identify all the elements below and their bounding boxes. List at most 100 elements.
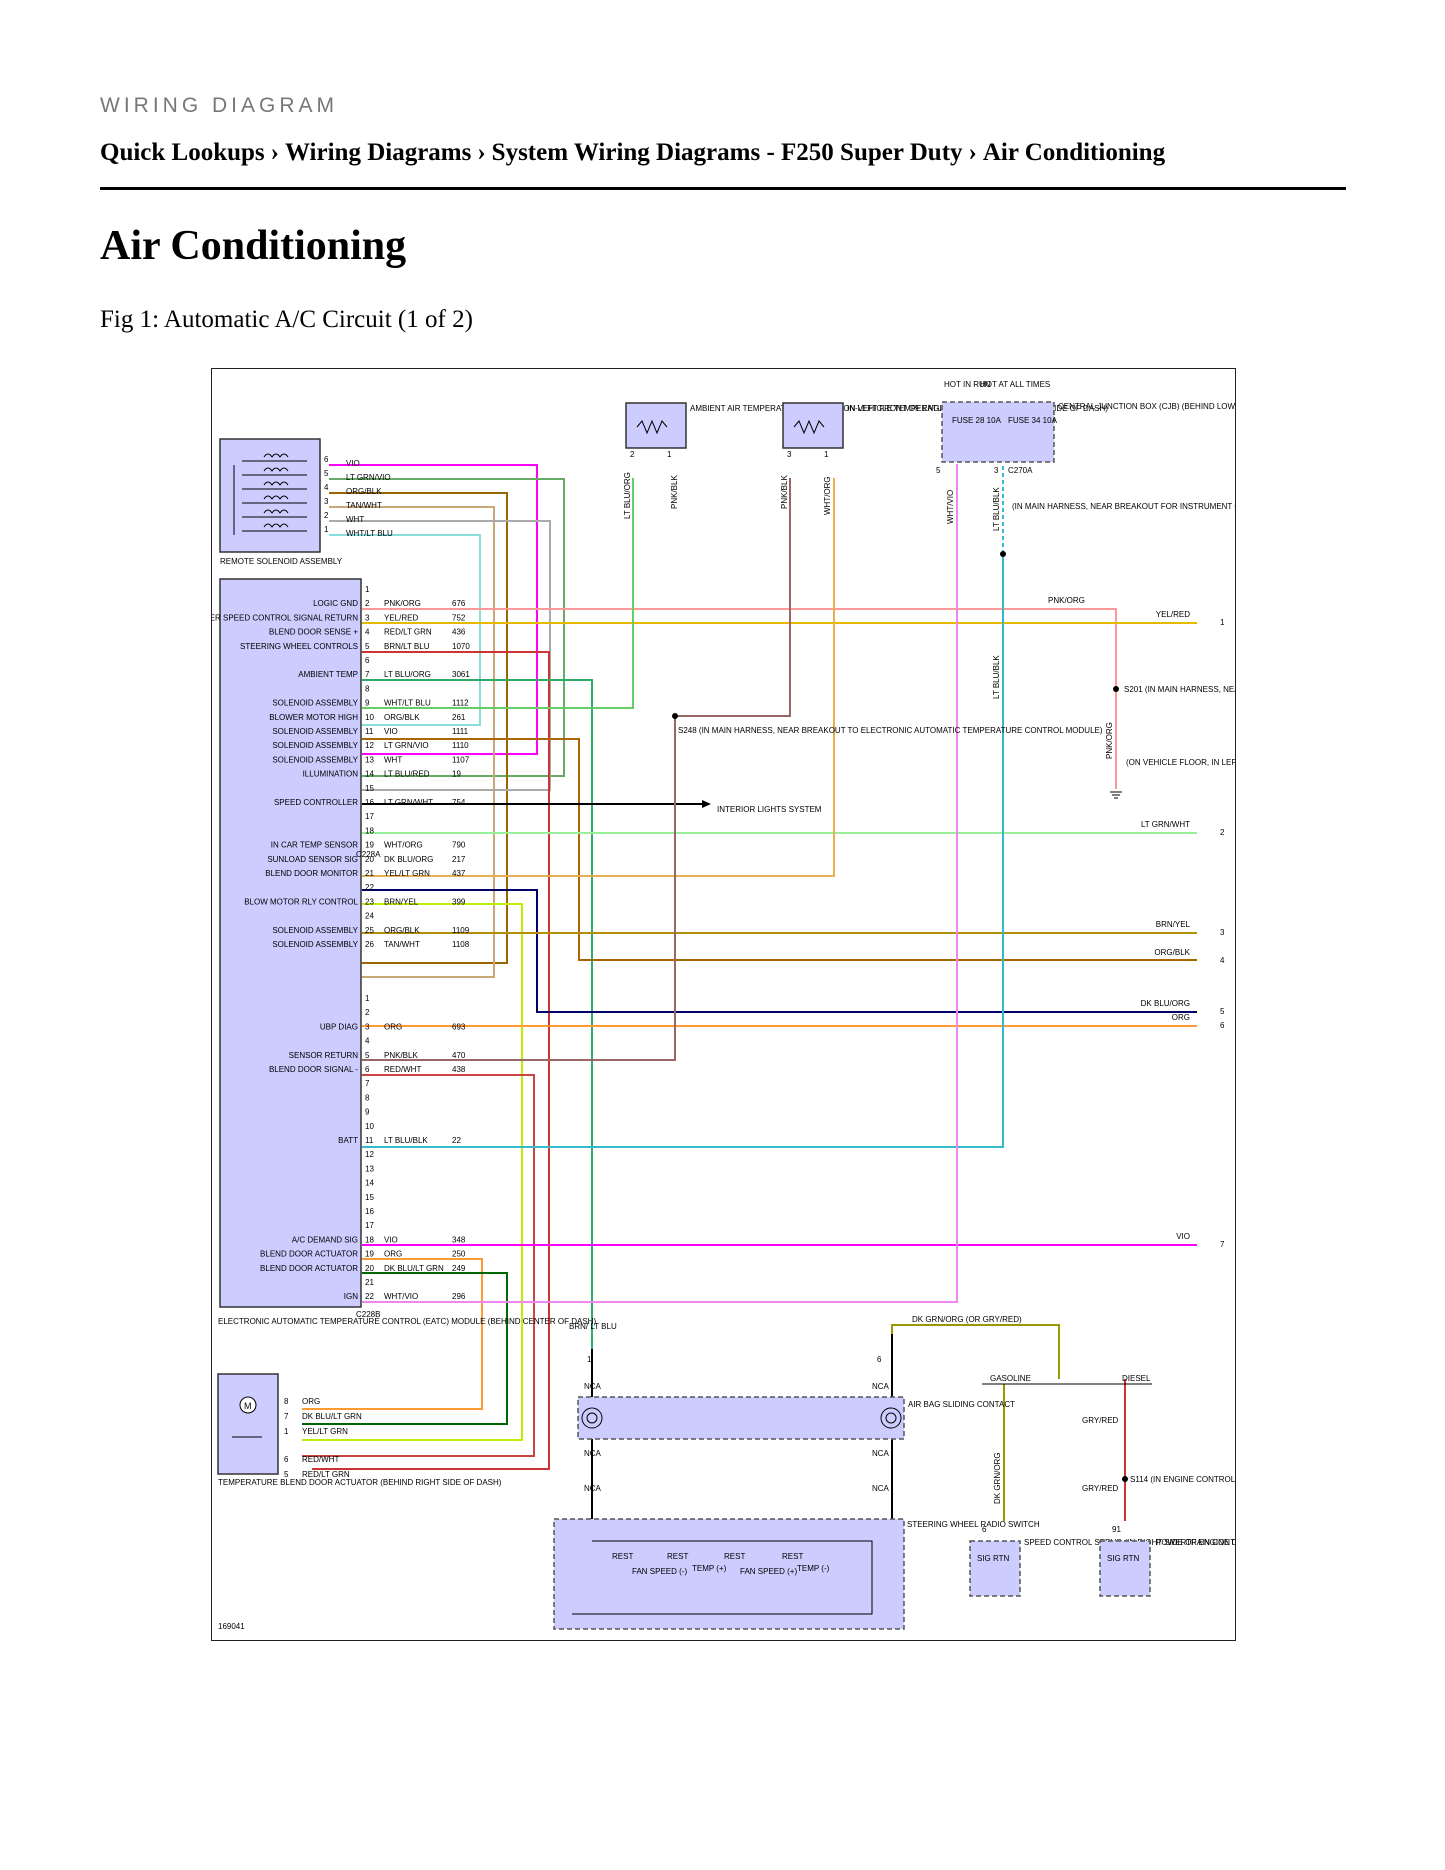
right-output-number: 3 bbox=[1220, 928, 1225, 937]
blend-door-actuator: M TEMPERATURE BLEND DOOR ACTUATOR (BEHIN… bbox=[217, 1373, 502, 1487]
remote-solenoid-assembly: REMOTE SOLENOID ASSEMBLY bbox=[219, 438, 343, 566]
pin-number: 1 bbox=[667, 450, 672, 459]
splice-s201 bbox=[1113, 686, 1119, 692]
c228b-circuit-number: 438 bbox=[452, 1065, 466, 1074]
connector-c270a: C270A bbox=[1008, 466, 1033, 475]
pin-number: 6 bbox=[982, 1525, 987, 1534]
right-output-wire-color: YEL/RED bbox=[1156, 610, 1190, 619]
c228b-pin-number: 12 bbox=[365, 1150, 374, 1159]
c228a-circuit-number: 217 bbox=[452, 855, 466, 864]
c228a-pin-number: 2 bbox=[365, 599, 370, 608]
solenoid-wire-label: ORG/BLK bbox=[346, 487, 382, 496]
c228b-circuit-number: 250 bbox=[452, 1250, 466, 1259]
c228a-pin-number: 14 bbox=[365, 770, 374, 779]
c228a-pin-number: 20 bbox=[365, 855, 374, 864]
section-label: WIRING DIAGRAM bbox=[100, 94, 338, 117]
c228a-pin-function: SOLENOID ASSEMBLY bbox=[272, 699, 358, 708]
rest-label: REST bbox=[724, 1552, 745, 1561]
c228a-pin-function: BLEND DOOR SENSE + bbox=[269, 628, 358, 637]
vertical-wire-pnk-org: PNK/ORG bbox=[1105, 722, 1114, 759]
c228b-pin-number: 22 bbox=[365, 1292, 374, 1301]
c228b-circuit-number: 249 bbox=[452, 1264, 466, 1273]
c228a-pin-number: 7 bbox=[365, 670, 370, 679]
eatc-label: ELECTRONIC AUTOMATIC TEMPERATURE CONTROL… bbox=[218, 1317, 596, 1326]
right-output-number: 1 bbox=[1220, 618, 1225, 627]
actuator-pin-number: 1 bbox=[284, 1427, 289, 1436]
c228a-pin-function: LOGIC GND bbox=[313, 599, 358, 608]
page-title: Air Conditioning bbox=[100, 223, 407, 269]
vertical-wire-lt-blu-blk: LT BLU/BLK bbox=[992, 487, 1001, 531]
wire-lt-blu-blk bbox=[362, 554, 1004, 1148]
hot-at-all-times-label: HOT AT ALL TIMES bbox=[980, 380, 1050, 389]
ground-g300-icon bbox=[1110, 791, 1122, 799]
c228a-pin-function: BLOW MOTOR RLY CONTROL bbox=[244, 897, 358, 906]
breadcrumb-wiring-diagrams[interactable]: Wiring Diagrams bbox=[285, 139, 472, 166]
c228b-pin-number: 7 bbox=[365, 1079, 370, 1088]
c228b-pin-number: 16 bbox=[365, 1207, 374, 1216]
c228b-circuit-number: 693 bbox=[452, 1022, 466, 1031]
c228b-pin-number: 1 bbox=[365, 994, 370, 1003]
solenoid-pin-number: 2 bbox=[324, 511, 329, 520]
c228a-wire-color: DK BLU/ORG bbox=[384, 855, 433, 864]
motor-icon: M bbox=[244, 1401, 252, 1411]
c228a-pin-number: 12 bbox=[365, 741, 374, 750]
rest-label: REST bbox=[667, 1552, 688, 1561]
c228a-pin-function: BLOWER SPEED CONTROL SIGNAL RETURN bbox=[212, 613, 358, 622]
c228a-pin-function: SOLENOID ASSEMBLY bbox=[272, 755, 358, 764]
pcm-label: POWERTRAIN CONTROL MODULE (PCM) (ON LEFT… bbox=[1156, 1538, 1235, 1547]
wire-yel-ltgrn bbox=[302, 903, 523, 1441]
pin-number: 2 bbox=[630, 450, 635, 459]
wire-sol-ltgrnvio bbox=[329, 478, 565, 777]
c228a-wire-color: WHT bbox=[384, 755, 402, 764]
c228a-circuit-number: 261 bbox=[452, 713, 466, 722]
gasoline-label: GASOLINE bbox=[990, 1374, 1031, 1383]
breadcrumb-system-wiring-diagrams[interactable]: System Wiring Diagrams - F250 Super Duty bbox=[491, 139, 963, 166]
breadcrumb-quick-lookups[interactable]: Quick Lookups bbox=[100, 139, 265, 166]
wire-brn-ltblu bbox=[362, 679, 593, 1369]
pin-number: 3 bbox=[994, 466, 999, 475]
right-output-wire-color: VIO bbox=[1176, 1232, 1190, 1241]
pin-number: 1 bbox=[824, 450, 829, 459]
wire-wht-vio bbox=[362, 464, 958, 1303]
c228b-wire-color: ORG bbox=[384, 1250, 402, 1259]
solenoid-wire-label: LT GRN/VIO bbox=[346, 473, 391, 482]
c228b-pin-number: 4 bbox=[365, 1037, 370, 1046]
temp-minus-label: TEMP (-) bbox=[797, 1564, 830, 1573]
c228b-pin-function: BLEND DOOR ACTUATOR bbox=[260, 1250, 358, 1259]
c228b-pin-number: 11 bbox=[365, 1136, 374, 1145]
actuator-pin-number: 7 bbox=[284, 1412, 289, 1421]
right-output-number: 4 bbox=[1220, 956, 1225, 965]
right-output-wire-color: DK BLU/ORG bbox=[1141, 999, 1190, 1008]
c228a-wire-color: WHT/ORG bbox=[384, 841, 423, 850]
c228b-pin-number: 3 bbox=[365, 1022, 370, 1031]
c228a-circuit-number: 790 bbox=[452, 841, 466, 850]
breadcrumb-air-conditioning: Air Conditioning bbox=[982, 139, 1166, 166]
s248-label: S248 (IN MAIN HARNESS, NEAR BREAKOUT TO … bbox=[678, 726, 1103, 735]
c228a-circuit-number: 1107 bbox=[452, 755, 470, 764]
c228b-pin-function: BLEND DOOR ACTUATOR bbox=[260, 1264, 358, 1273]
right-output-wire-color: ORG bbox=[1172, 1013, 1190, 1022]
s228-label: (IN MAIN HARNESS, NEAR BREAKOUT FOR INST… bbox=[1012, 502, 1235, 511]
actuator-pin-number: 6 bbox=[284, 1455, 289, 1464]
breadcrumb-separator: › bbox=[270, 139, 279, 166]
steering-wheel-radio-switch: STEERING WHEEL RADIO SWITCH bbox=[553, 1518, 1040, 1630]
wire-org-blk-blower bbox=[362, 738, 1197, 961]
c228a-pin-number: 3 bbox=[365, 613, 370, 622]
diesel-label: DIESEL bbox=[1122, 1374, 1151, 1383]
wire-wht-org bbox=[362, 478, 835, 877]
vertical-wire-lt-blu-blk: LT BLU/BLK bbox=[992, 655, 1001, 699]
c228a-wire-color: VIO bbox=[384, 727, 398, 736]
c228a-pin-number: 21 bbox=[365, 869, 374, 878]
c228b-circuit-number: 348 bbox=[452, 1235, 466, 1244]
actuator-wire-color: YEL/LT GRN bbox=[302, 1427, 348, 1436]
c228a-pin-number: 13 bbox=[365, 755, 374, 764]
actuator-wire-color: ORG bbox=[302, 1397, 320, 1406]
c228a-pin-number: 5 bbox=[365, 642, 370, 651]
c228a-wire-color: LT GRN/WHT bbox=[384, 798, 433, 807]
c228a-wire-color: ORG/BLK bbox=[384, 713, 420, 722]
c228b-wire-color: LT BLU/BLK bbox=[384, 1136, 428, 1145]
solenoid-wire-label: WHT/LT BLU bbox=[346, 529, 393, 538]
